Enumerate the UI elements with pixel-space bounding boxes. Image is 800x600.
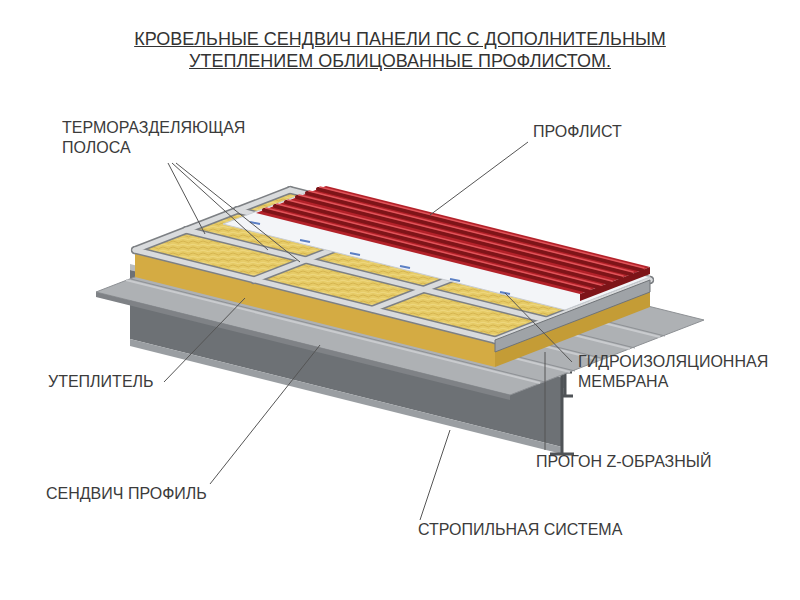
- part-label: ТЕРМОРАЗДЕЛЯЮЩАЯ ПОЛОСА: [62, 118, 282, 158]
- part-label: ПРОГОН Z-ОБРАЗНЫЙ: [536, 452, 712, 472]
- diagram-title: КРОВЕЛЬНЫЕ СЕНДВИЧ ПАНЕЛИ ПС С ДОПОЛНИТЕ…: [95, 28, 705, 72]
- part-label: СТРОПИЛЬНАЯ СИСТЕМА: [418, 520, 622, 540]
- part-label: ГИДРОИЗОЛЯЦИОННАЯ МЕМБРАНА: [578, 352, 793, 392]
- part-label: СЕНДВИЧ ПРОФИЛЬ: [46, 484, 207, 504]
- part-label: ПРОФЛИСТ: [533, 122, 622, 142]
- leader-line: [164, 142, 572, 520]
- part-label: УТЕПЛИТЕЛЬ: [48, 372, 154, 392]
- profiled-sheet: [256, 186, 650, 301]
